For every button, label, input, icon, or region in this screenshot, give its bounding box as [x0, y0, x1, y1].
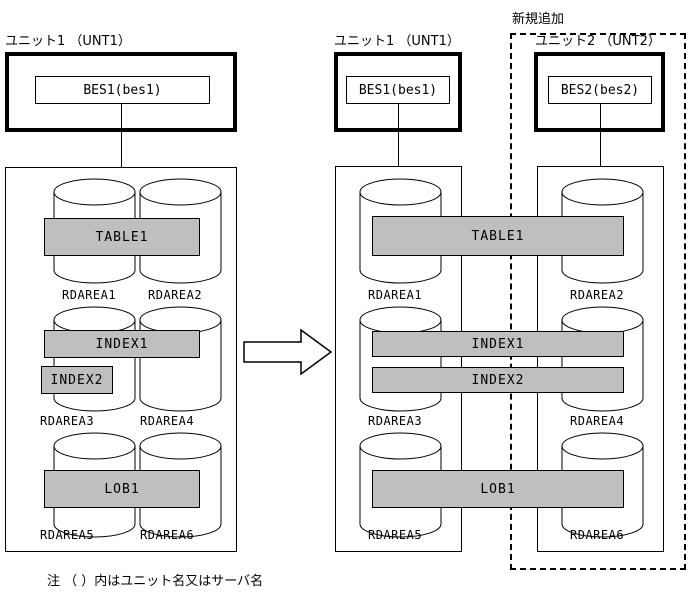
object-bar-table1-before: TABLE1 — [44, 218, 200, 256]
cylinder-rdarea4-after — [561, 306, 644, 412]
cylinder-rdarea3-after — [359, 306, 442, 412]
object-bar-index2-before: INDEX2 — [41, 366, 113, 394]
rdarea-label-rdarea4-after: RDAREA4 — [570, 414, 625, 428]
object-bar-index2-after: INDEX2 — [372, 367, 624, 393]
rdarea-label-rdarea6-after: RDAREA6 — [570, 528, 625, 542]
after-bes2-box: BES2(bes2) — [548, 76, 652, 104]
new-region-label: 新規追加 — [512, 12, 565, 27]
figure-note: 注 （ ）内はユニット名又はサーバ名 — [47, 574, 264, 589]
rdarea-label-rdarea5-after: RDAREA5 — [368, 528, 423, 542]
after-unit2-label: ユニット2 （UNT2） — [535, 34, 661, 49]
after-unit2-connector-line — [600, 104, 601, 166]
before-unit1-label: ユニット1 （UNT1） — [5, 34, 131, 49]
rdarea-label-rdarea4-before: RDAREA4 — [140, 414, 195, 428]
after-unit1-connector-line — [398, 104, 399, 166]
object-bar-lob1-after: LOB1 — [372, 470, 624, 508]
rdarea-label-rdarea2-after: RDAREA2 — [570, 288, 625, 302]
rdarea-label-rdarea2-before: RDAREA2 — [148, 288, 203, 302]
object-bar-index1-after: INDEX1 — [372, 331, 624, 357]
rdarea-label-rdarea3-after: RDAREA3 — [368, 414, 423, 428]
before-connector-line — [121, 104, 122, 167]
object-bar-index1-before: INDEX1 — [44, 330, 200, 358]
before-bes1-box: BES1(bes1) — [35, 76, 210, 104]
new-unit-dashed-region — [510, 33, 686, 570]
rdarea-label-rdarea1-before: RDAREA1 — [62, 288, 117, 302]
after-unit1-label: ユニット1 （UNT1） — [334, 34, 460, 49]
cylinder-rdarea4 — [139, 306, 222, 412]
object-bar-lob1-before: LOB1 — [44, 470, 200, 508]
rdarea-label-rdarea1-after: RDAREA1 — [368, 288, 423, 302]
rdarea-label-rdarea6-before: RDAREA6 — [140, 528, 195, 542]
rdarea-label-rdarea3-before: RDAREA3 — [40, 414, 95, 428]
cylinder-rdarea3 — [53, 306, 136, 412]
right-arrow-icon — [243, 328, 333, 376]
object-bar-table1-after: TABLE1 — [372, 216, 624, 256]
after-bes1-box: BES1(bes1) — [346, 76, 450, 104]
rdarea-label-rdarea5-before: RDAREA5 — [40, 528, 95, 542]
